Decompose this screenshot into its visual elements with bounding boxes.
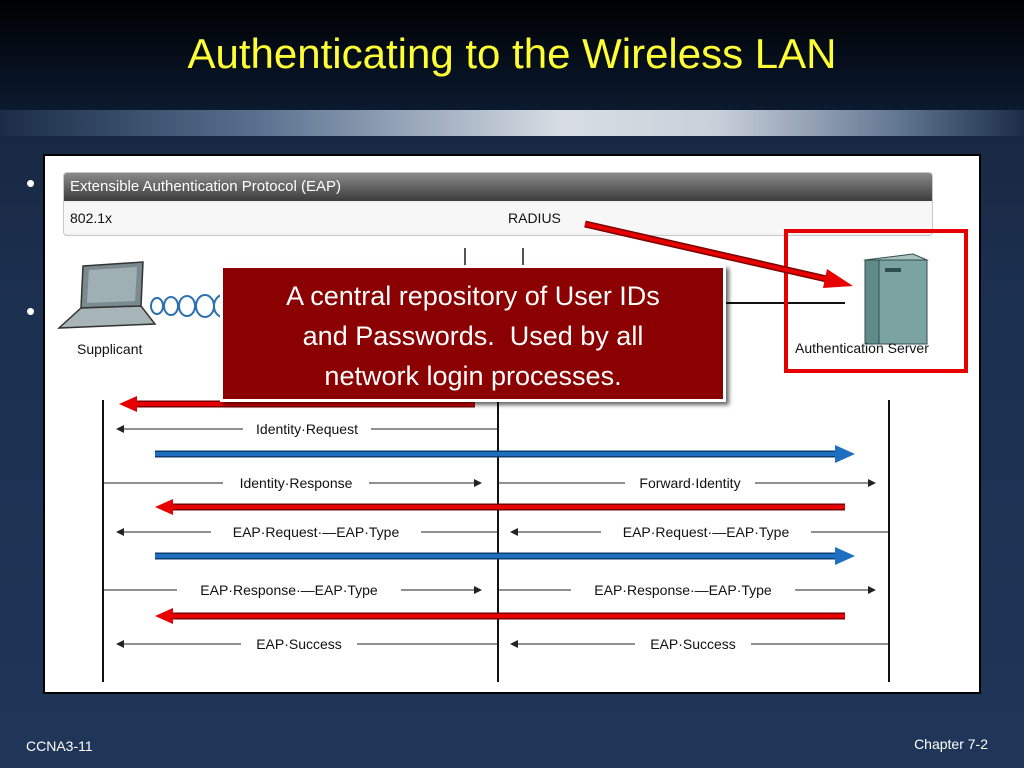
svg-text:Identity·Response: Identity·Response bbox=[240, 475, 353, 491]
svg-text:Forward·Identity: Forward·Identity bbox=[639, 475, 740, 491]
server-icon bbox=[863, 253, 929, 345]
msg-identity-request: Identity·Request bbox=[116, 420, 498, 438]
svg-text:EAP·Request·—EAP·Type: EAP·Request·—EAP·Type bbox=[623, 524, 790, 540]
eap-diagram: Extensible Authentication Protocol (EAP)… bbox=[43, 154, 981, 694]
msg-eap-request-right: EAP·Request·—EAP·Type bbox=[510, 523, 889, 541]
wireless-signal-icon bbox=[150, 294, 233, 318]
svg-text:EAP·Success: EAP·Success bbox=[650, 636, 736, 652]
svg-text:EAP·Success: EAP·Success bbox=[256, 636, 342, 652]
server-highlight-box bbox=[784, 229, 968, 373]
footer-chapter: Chapter 7-2 bbox=[914, 736, 988, 752]
bullet-dot: • bbox=[26, 168, 36, 198]
msg-eap-success-right: EAP·Success bbox=[510, 635, 889, 653]
msg-eap-response-left: EAP·Response·—EAP·Type bbox=[103, 581, 482, 599]
msg-eap-success-left: EAP·Success bbox=[116, 635, 498, 653]
bullet-dot: • bbox=[26, 296, 36, 326]
decorative-band bbox=[0, 110, 1024, 136]
blue-arrow-1 bbox=[155, 445, 855, 463]
red-arrow-3 bbox=[155, 608, 845, 624]
msg-forward-identity: Forward·Identity bbox=[498, 474, 876, 492]
radius-pointer-arrow bbox=[584, 220, 853, 288]
msg-eap-request-left: EAP·Request·—EAP·Type bbox=[116, 523, 498, 541]
msg-identity-response: Identity·Response bbox=[103, 474, 482, 492]
svg-text:EAP·Response·—EAP·Type: EAP·Response·—EAP·Type bbox=[594, 582, 772, 598]
callout-line-3: network login processes. bbox=[324, 361, 622, 391]
msg-eap-response-right: EAP·Response·—EAP·Type bbox=[498, 581, 876, 599]
server-label: Authentication Server bbox=[795, 340, 929, 356]
eap-col-8021x: 802.1x bbox=[64, 203, 503, 233]
svg-text:EAP·Response·—EAP·Type: EAP·Response·—EAP·Type bbox=[200, 582, 378, 598]
callout-line-2: and Passwords. Used by all bbox=[302, 321, 644, 351]
footer-course: CCNA3-11 bbox=[26, 738, 93, 754]
svg-text:EAP·Request·—EAP·Type: EAP·Request·—EAP·Type bbox=[233, 524, 400, 540]
sequence-diagram: Supplicant Authentication Server bbox=[56, 220, 968, 682]
blue-arrow-2 bbox=[155, 547, 855, 565]
eap-protocol-table: Extensible Authentication Protocol (EAP)… bbox=[63, 172, 933, 236]
red-arrow-2 bbox=[155, 499, 845, 515]
radius-callout-box: A central repository of User IDs and Pas… bbox=[220, 265, 726, 402]
red-arrow-top bbox=[119, 396, 475, 412]
svg-text:Identity·Request: Identity·Request bbox=[256, 421, 358, 437]
callout-line-1: A central repository of User IDs bbox=[286, 281, 660, 311]
laptop-icon bbox=[56, 261, 157, 329]
eap-col-radius: RADIUS bbox=[502, 203, 932, 233]
title-bar: Authenticating to the Wireless LAN bbox=[0, 0, 1024, 110]
supplicant-label: Supplicant bbox=[77, 341, 142, 357]
slide-title: Authenticating to the Wireless LAN bbox=[187, 30, 837, 77]
access-point-antenna-icon bbox=[464, 248, 524, 266]
eap-table-header: Extensible Authentication Protocol (EAP) bbox=[64, 173, 932, 201]
